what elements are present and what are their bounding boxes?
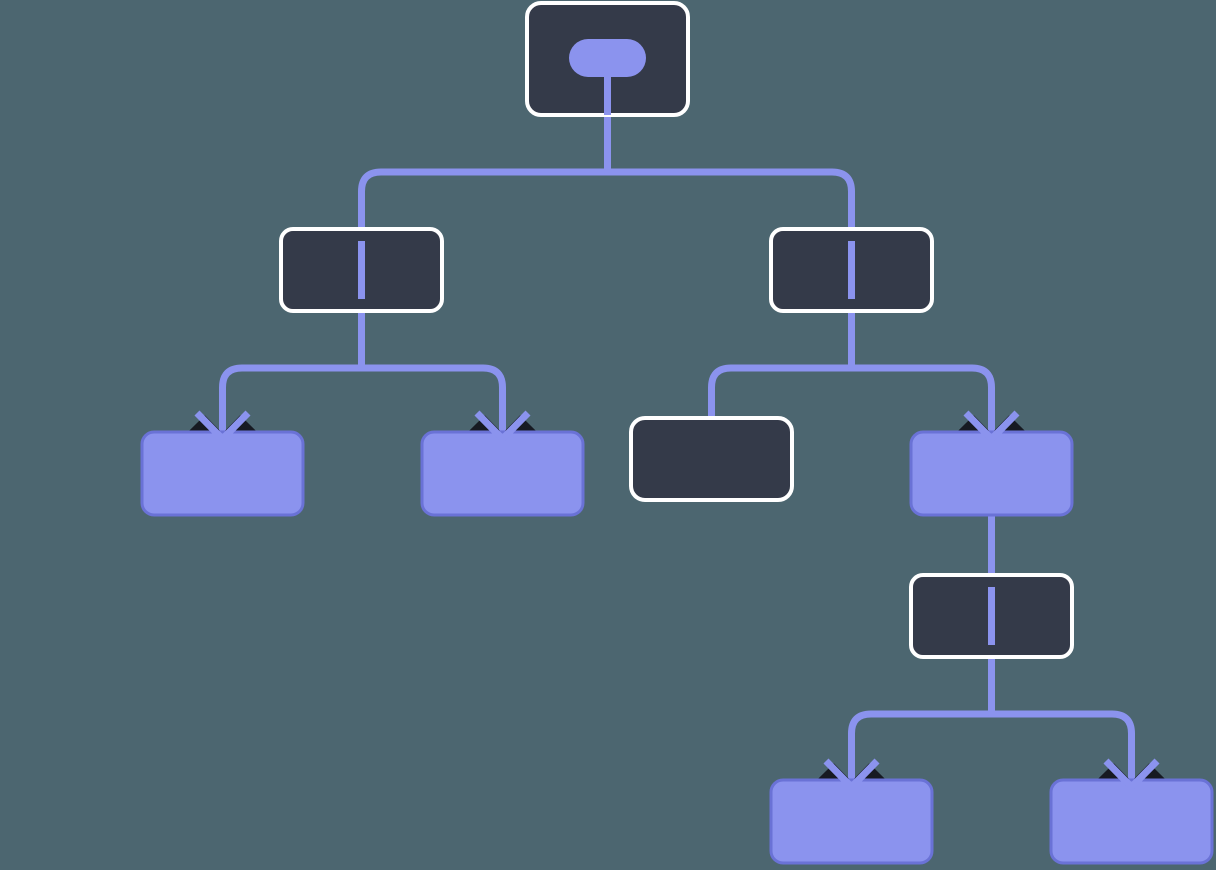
node-l1b-bar: [848, 241, 855, 299]
edge-l3a-l4a: [848, 657, 995, 793]
edge-l1a-l2b: [358, 311, 506, 445]
node-l2a-box[interactable]: [140, 430, 305, 517]
arrow-head-l2d: [963, 410, 1020, 444]
node-l4a-box[interactable]: [769, 778, 934, 865]
edge-root-l1b: [604, 115, 855, 229]
node-l2d-box[interactable]: [909, 430, 1074, 517]
node-root[interactable]: [525, 1, 690, 117]
node-l3a-bar: [988, 587, 995, 645]
node-l2c-box[interactable]: [629, 416, 794, 502]
arrow-head-l4a: [823, 758, 880, 792]
node-layer: [140, 1, 1214, 865]
node-l2b-box[interactable]: [420, 430, 585, 517]
node-l1b[interactable]: [769, 227, 934, 313]
node-root-stem: [604, 70, 611, 115]
node-l4b-box[interactable]: [1049, 778, 1214, 865]
edge-l3a-l4b: [988, 657, 1135, 793]
node-l1a-bar: [358, 241, 365, 299]
arrow-head-l4b: [1103, 758, 1160, 792]
arrow-head-l2a: [194, 410, 251, 444]
edge-l1b-l2c: [708, 311, 855, 418]
arrow-head-l2b: [474, 410, 531, 444]
node-l1a[interactable]: [279, 227, 444, 313]
edge-l1b-l2d: [848, 311, 995, 445]
arrow-head-layer: [194, 410, 1160, 792]
connector-layer: [219, 115, 1135, 793]
node-l3a[interactable]: [909, 573, 1074, 659]
edge-l1a-l2a: [219, 311, 365, 445]
node-root-pill: [569, 39, 646, 77]
edge-root-l1a: [358, 115, 611, 229]
